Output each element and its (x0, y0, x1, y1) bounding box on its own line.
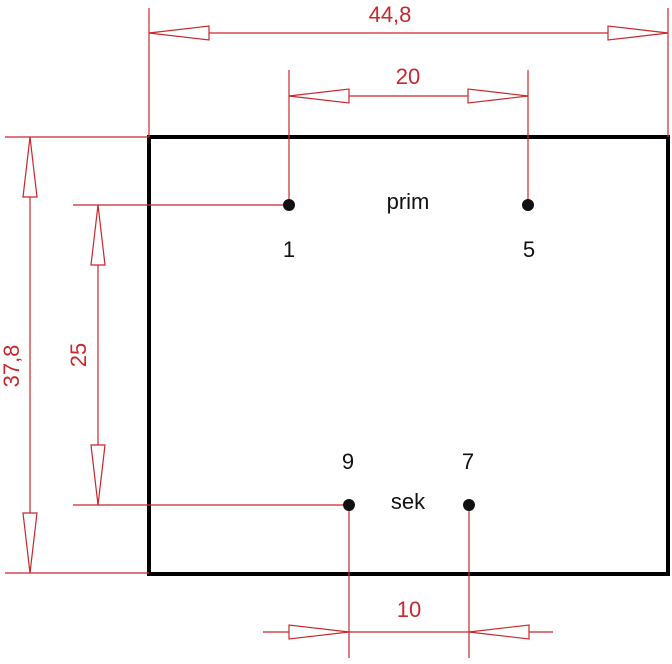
arrowhead-left (288, 88, 350, 104)
arrowhead-left (288, 624, 350, 640)
arrowhead-left (148, 25, 210, 41)
pin-1-label: 1 (283, 237, 295, 262)
dimension-value: 10 (397, 597, 421, 622)
arrowhead-right (467, 88, 529, 104)
dimension-secondary-spacing: 10 (263, 505, 553, 658)
pin-1 (283, 199, 295, 211)
dimension-overall-height: 37,8 (0, 136, 149, 574)
pin-5-label: 5 (523, 237, 535, 262)
pin-9 (343, 499, 355, 511)
arrowhead-bottom (90, 444, 106, 506)
dimension-primary-spacing: 20 (288, 64, 529, 205)
arrowhead-right (607, 25, 669, 41)
pin-5 (522, 199, 534, 211)
dimension-overall-width: 44,8 (148, 2, 669, 137)
pin-7-label: 7 (462, 449, 474, 474)
primary-winding-label: prim (387, 189, 430, 214)
dimension-value: 44,8 (369, 2, 412, 27)
pin-9-label: 9 (342, 449, 354, 474)
pin-7 (463, 499, 475, 511)
dimension-row-spacing: 25 (66, 204, 349, 506)
component-outline (147, 135, 670, 576)
dimension-value: 20 (396, 64, 420, 89)
dimension-value: 37,8 (0, 345, 24, 388)
secondary-winding-label: sek (391, 489, 426, 514)
arrowhead-bottom (22, 512, 38, 574)
arrowhead-right (468, 624, 530, 640)
arrowhead-top (22, 136, 38, 198)
arrowhead-top (90, 204, 106, 266)
dimension-value: 25 (66, 343, 91, 367)
